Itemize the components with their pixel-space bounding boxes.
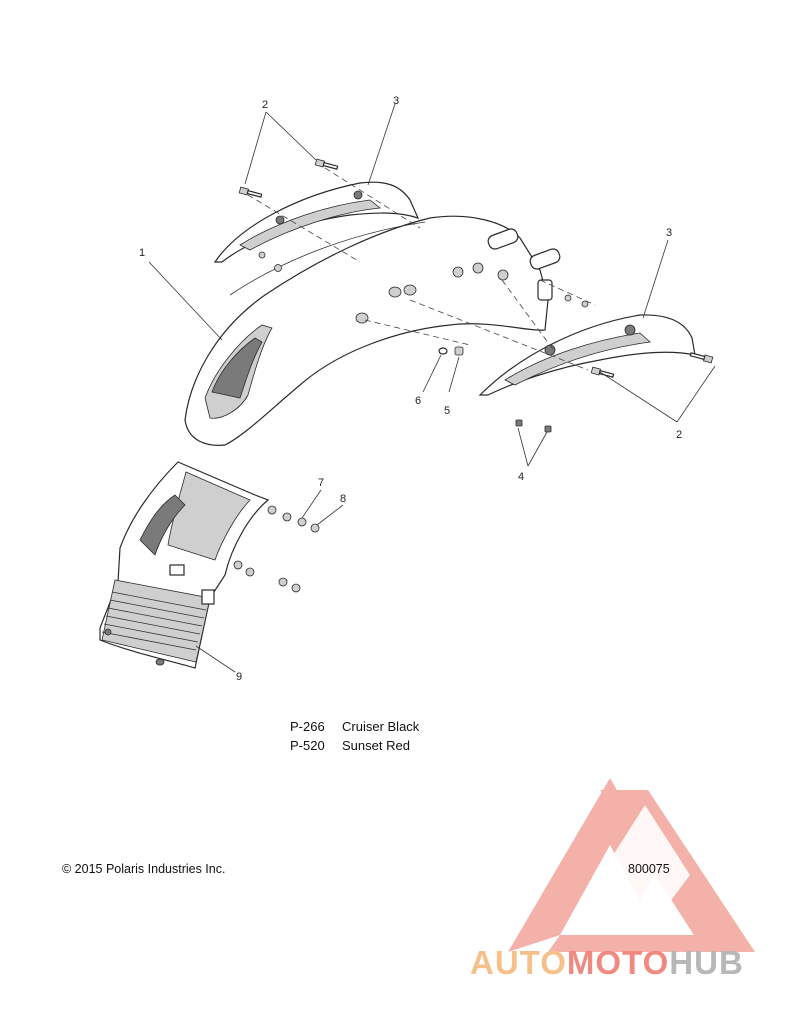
callout-3-top: 3 — [393, 95, 399, 107]
watermark-triangle-icon — [508, 778, 755, 952]
callout-6: 6 — [415, 395, 421, 407]
callout-9: 9 — [236, 671, 242, 683]
washer-icon — [438, 347, 448, 355]
bolt-icon — [590, 366, 615, 378]
callout-8: 8 — [340, 493, 346, 505]
bolt-set — [238, 158, 714, 378]
hardware-small — [233, 251, 589, 593]
callout-2-top: 2 — [262, 99, 268, 111]
paint-row: P-266 Cruiser Black — [290, 717, 419, 736]
nut-icon — [454, 346, 464, 356]
copyright-notice: © 2015 Polaris Industries Inc. — [62, 862, 226, 876]
drawing-number: 800075 — [628, 862, 670, 876]
plate-grid — [101, 591, 207, 651]
callout-7: 7 — [318, 477, 324, 489]
paint-code-table: P-266 Cruiser Black P-520 Sunset Red — [290, 717, 419, 755]
bolt-icon — [689, 352, 714, 364]
callout-4: 4 — [518, 471, 524, 483]
alignment-lines — [247, 167, 596, 371]
wordmark-part-moto: MOTO — [566, 944, 670, 981]
bolt-icon — [238, 186, 263, 198]
paint-code: P-520 — [290, 738, 325, 753]
paint-name: Cruiser Black — [342, 719, 420, 734]
callout-3-right: 3 — [666, 227, 672, 239]
paint-name: Sunset Red — [342, 738, 410, 753]
nut-icon — [544, 425, 552, 433]
wordmark-part-auto: AUTO — [470, 944, 567, 981]
fender-rail-left — [213, 181, 420, 263]
callout-1: 1 — [139, 247, 145, 259]
callout-leaders — [148, 103, 716, 673]
callout-2-right: 2 — [676, 429, 682, 441]
paint-code: P-266 — [290, 719, 325, 734]
callout-labels: 1 2 3 3 2 4 5 6 7 8 9 — [139, 95, 682, 683]
license-bracket — [99, 461, 270, 669]
nut-icon — [515, 419, 523, 427]
bolt-icon — [314, 158, 339, 170]
paint-row: P-520 Sunset Red — [290, 736, 419, 755]
fender-rail-right — [478, 314, 696, 396]
watermark-wordmark: AUTOMOTOHUB — [470, 944, 744, 982]
wordmark-part-hub: HUB — [669, 944, 744, 981]
callout-5: 5 — [444, 405, 450, 417]
rear-fender — [184, 215, 561, 446]
